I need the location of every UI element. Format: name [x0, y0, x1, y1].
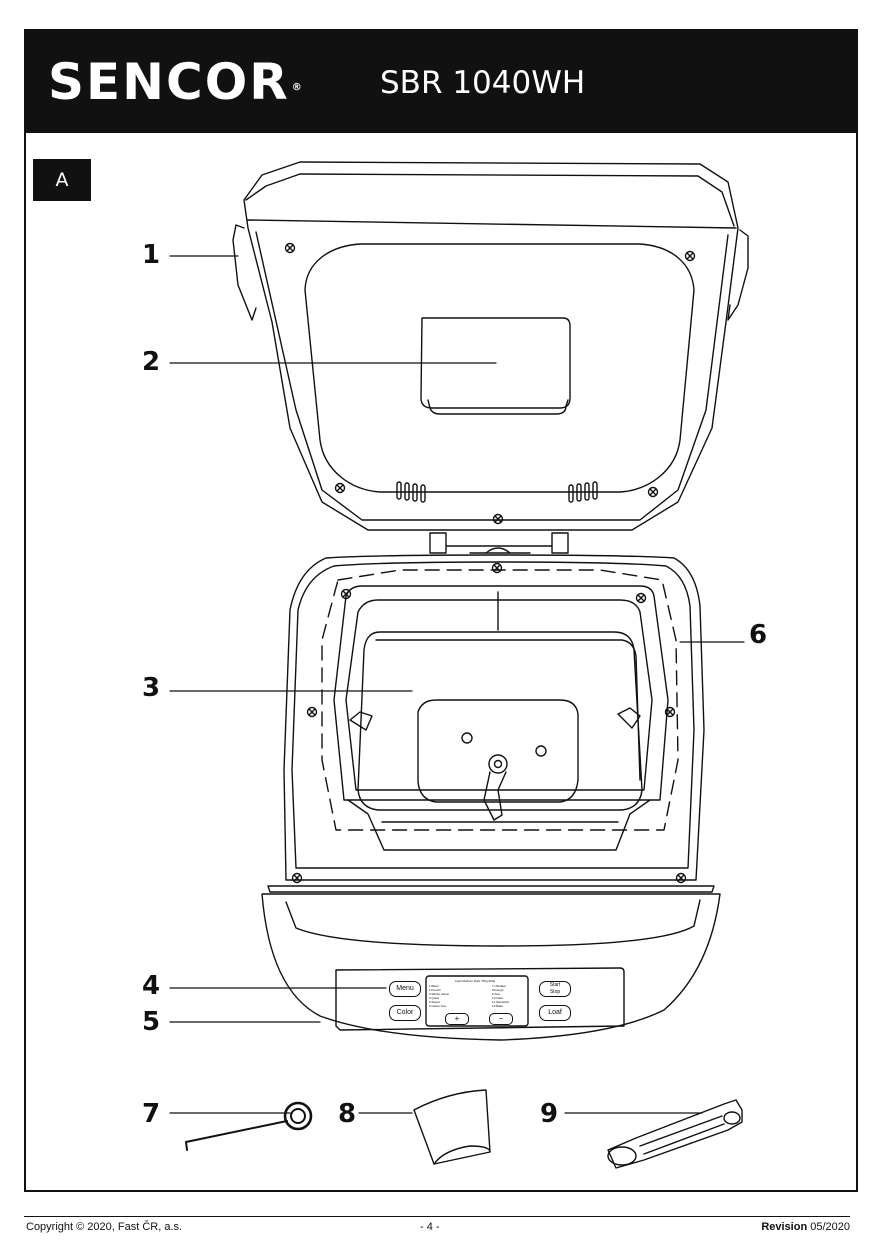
section-label: A: [33, 159, 91, 201]
brand-logo: SENCOR®: [48, 52, 304, 112]
start-label: Start: [549, 982, 561, 988]
program-item: 7.Ultrafast: [492, 984, 506, 988]
program-list-left: 1.Basic 2.French 3.Whole wheat 4.Quick 5…: [429, 984, 449, 1008]
lid: [232, 161, 749, 554]
minus-button[interactable]: −: [489, 1013, 513, 1025]
callout-9: 9: [540, 1099, 559, 1129]
vent-slot-icon: [396, 481, 598, 503]
screw-icon: [635, 592, 647, 604]
page-number: - 4 -: [420, 1221, 440, 1233]
revision-date: 05/2020: [810, 1221, 850, 1233]
plus-button[interactable]: +: [445, 1013, 469, 1025]
program-item: 2.French: [429, 988, 441, 992]
accessory-measuring-spoon: [607, 1099, 743, 1169]
menu-button[interactable]: Menu: [389, 981, 421, 997]
program-item: 4.Quick: [429, 996, 440, 1000]
program-item: 12.Bake: [492, 1004, 504, 1008]
screw-icon: [306, 706, 318, 718]
callout-3: 3: [142, 673, 161, 703]
display-header: Light Medium Dark 750g 900g: [455, 979, 496, 983]
screw-icon: [647, 486, 659, 498]
revision: Revision 05/2020: [761, 1219, 850, 1235]
program-item: 3.Whole wheat: [429, 992, 449, 996]
program-display: Light Medium Dark 750g 900g 1.Basic 2.Fr…: [429, 979, 525, 1011]
brand-name: SENCOR: [48, 53, 290, 111]
control-base: [261, 885, 721, 1041]
baking-pan: [347, 631, 651, 851]
screw-icon: [491, 562, 503, 574]
stop-label: Stop: [549, 989, 561, 995]
program-item: 10.Cake: [492, 996, 504, 1000]
callout-6: 6: [749, 620, 768, 650]
callout-8: 8: [338, 1099, 357, 1129]
screw-icon: [675, 872, 687, 884]
program-item: 6.Gluten free: [429, 1004, 447, 1008]
callout-5: 5: [142, 1007, 161, 1037]
screw-icon: [291, 872, 303, 884]
leader-lines: [169, 255, 745, 1114]
screw-icon: [284, 242, 296, 254]
revision-label: Revision: [761, 1221, 808, 1233]
accessory-hook: [185, 1101, 313, 1151]
callout-1: 1: [142, 240, 161, 270]
body-housing: [283, 554, 705, 884]
program-item: 8.Dough: [492, 988, 504, 992]
callout-4: 4: [142, 971, 161, 1001]
callout-2: 2: [142, 347, 161, 377]
start-stop-button[interactable]: Start Stop: [539, 981, 571, 997]
program-item: 11.Sandwich: [492, 1000, 509, 1004]
accessory-measuring-cup: [413, 1089, 491, 1165]
program-item: 1.Basic: [429, 984, 439, 988]
program-list-right: 7.Ultrafast 8.Dough 9.Jam 10.Cake 11.San…: [492, 984, 509, 1008]
program-item: 5.Sweet: [429, 1000, 440, 1004]
header-bar: [24, 29, 858, 133]
screw-icon: [684, 250, 696, 262]
color-button[interactable]: Color: [389, 1005, 421, 1021]
model-name: SBR 1040WH: [380, 65, 586, 101]
screw-icon: [492, 513, 504, 525]
callout-7: 7: [142, 1099, 161, 1129]
screw-icon: [334, 482, 346, 494]
footer-divider: [24, 1216, 850, 1217]
program-item: 9.Jam: [492, 992, 501, 996]
loaf-button[interactable]: Loaf: [539, 1005, 571, 1021]
registered-mark: ®: [291, 82, 304, 93]
copyright: Copyright © 2020, Fast ČR, a.s.: [26, 1221, 183, 1233]
